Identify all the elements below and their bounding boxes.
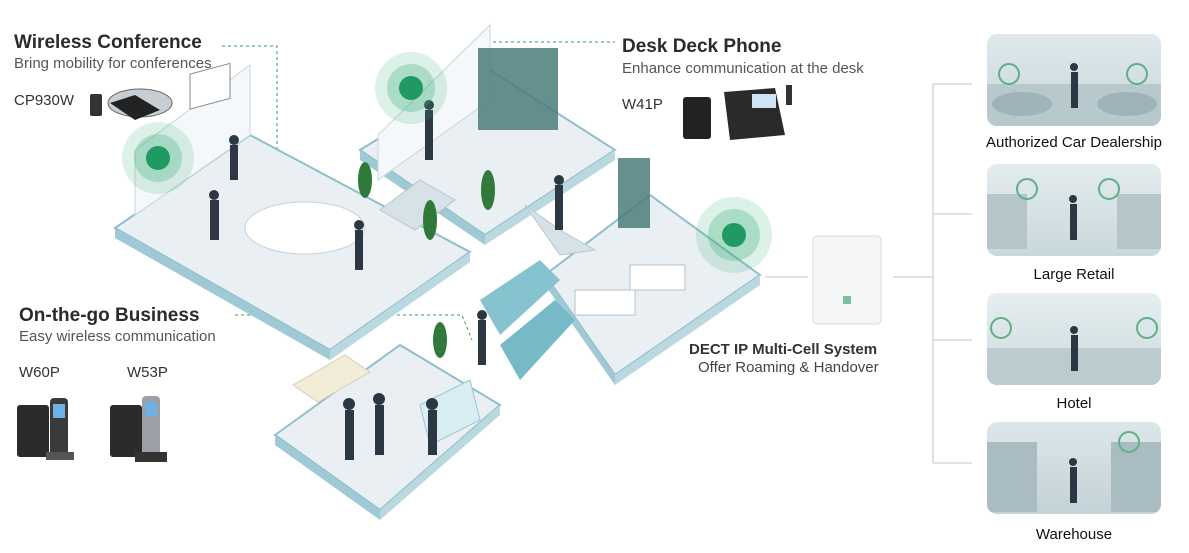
coverage-open-office xyxy=(696,197,772,273)
desk-phone-subtitle: Enhance communication at the desk xyxy=(622,60,864,77)
w60p-device xyxy=(17,398,74,460)
lobby-floor xyxy=(273,343,502,520)
dect-subtitle: Offer Roaming & Handover xyxy=(698,359,879,376)
wireless-conference-subtitle: Bring mobility for conferences xyxy=(14,55,212,72)
w53p-device xyxy=(110,396,167,462)
on-the-go-title: On-the-go Business xyxy=(19,305,200,326)
scenario-label-warehouse: Warehouse xyxy=(1035,526,1113,543)
scenario-thumb-warehouse xyxy=(987,422,1161,514)
escalator xyxy=(480,260,575,380)
on-the-go-subtitle: Easy wireless communication xyxy=(19,328,216,345)
plants xyxy=(358,162,495,358)
coverage-desk xyxy=(375,52,447,124)
scenario-label-hotel: Hotel xyxy=(1056,395,1092,412)
conference-floor xyxy=(113,62,472,360)
scenario-label-car-dealership: Authorized Car Dealership xyxy=(986,134,1162,151)
scenario-label-large-retail: Large Retail xyxy=(1033,266,1115,283)
coverage-conference xyxy=(122,122,194,194)
cp930w-label: CP930W xyxy=(14,92,75,109)
w41p-device xyxy=(683,85,792,140)
conference-leader-line xyxy=(222,45,278,185)
desk-office-floor xyxy=(358,23,617,245)
dect-base-station xyxy=(812,235,882,325)
w53p-label: W53P xyxy=(127,364,168,381)
scenario-thumb-car-dealership xyxy=(987,34,1161,126)
scenario-thumb-hotel xyxy=(987,293,1161,385)
open-office-floor xyxy=(543,158,762,385)
w41p-label: W41P xyxy=(622,96,663,113)
dect-title: DECT IP Multi-Cell System xyxy=(689,341,878,358)
scenario-thumb-large-retail xyxy=(987,164,1161,256)
people-silhouettes xyxy=(209,100,564,460)
wireless-conference-title: Wireless Conference xyxy=(14,32,202,53)
w60p-label: W60P xyxy=(19,364,60,381)
cp930w-device xyxy=(90,88,173,120)
desk-phone-title: Desk Deck Phone xyxy=(622,36,782,57)
